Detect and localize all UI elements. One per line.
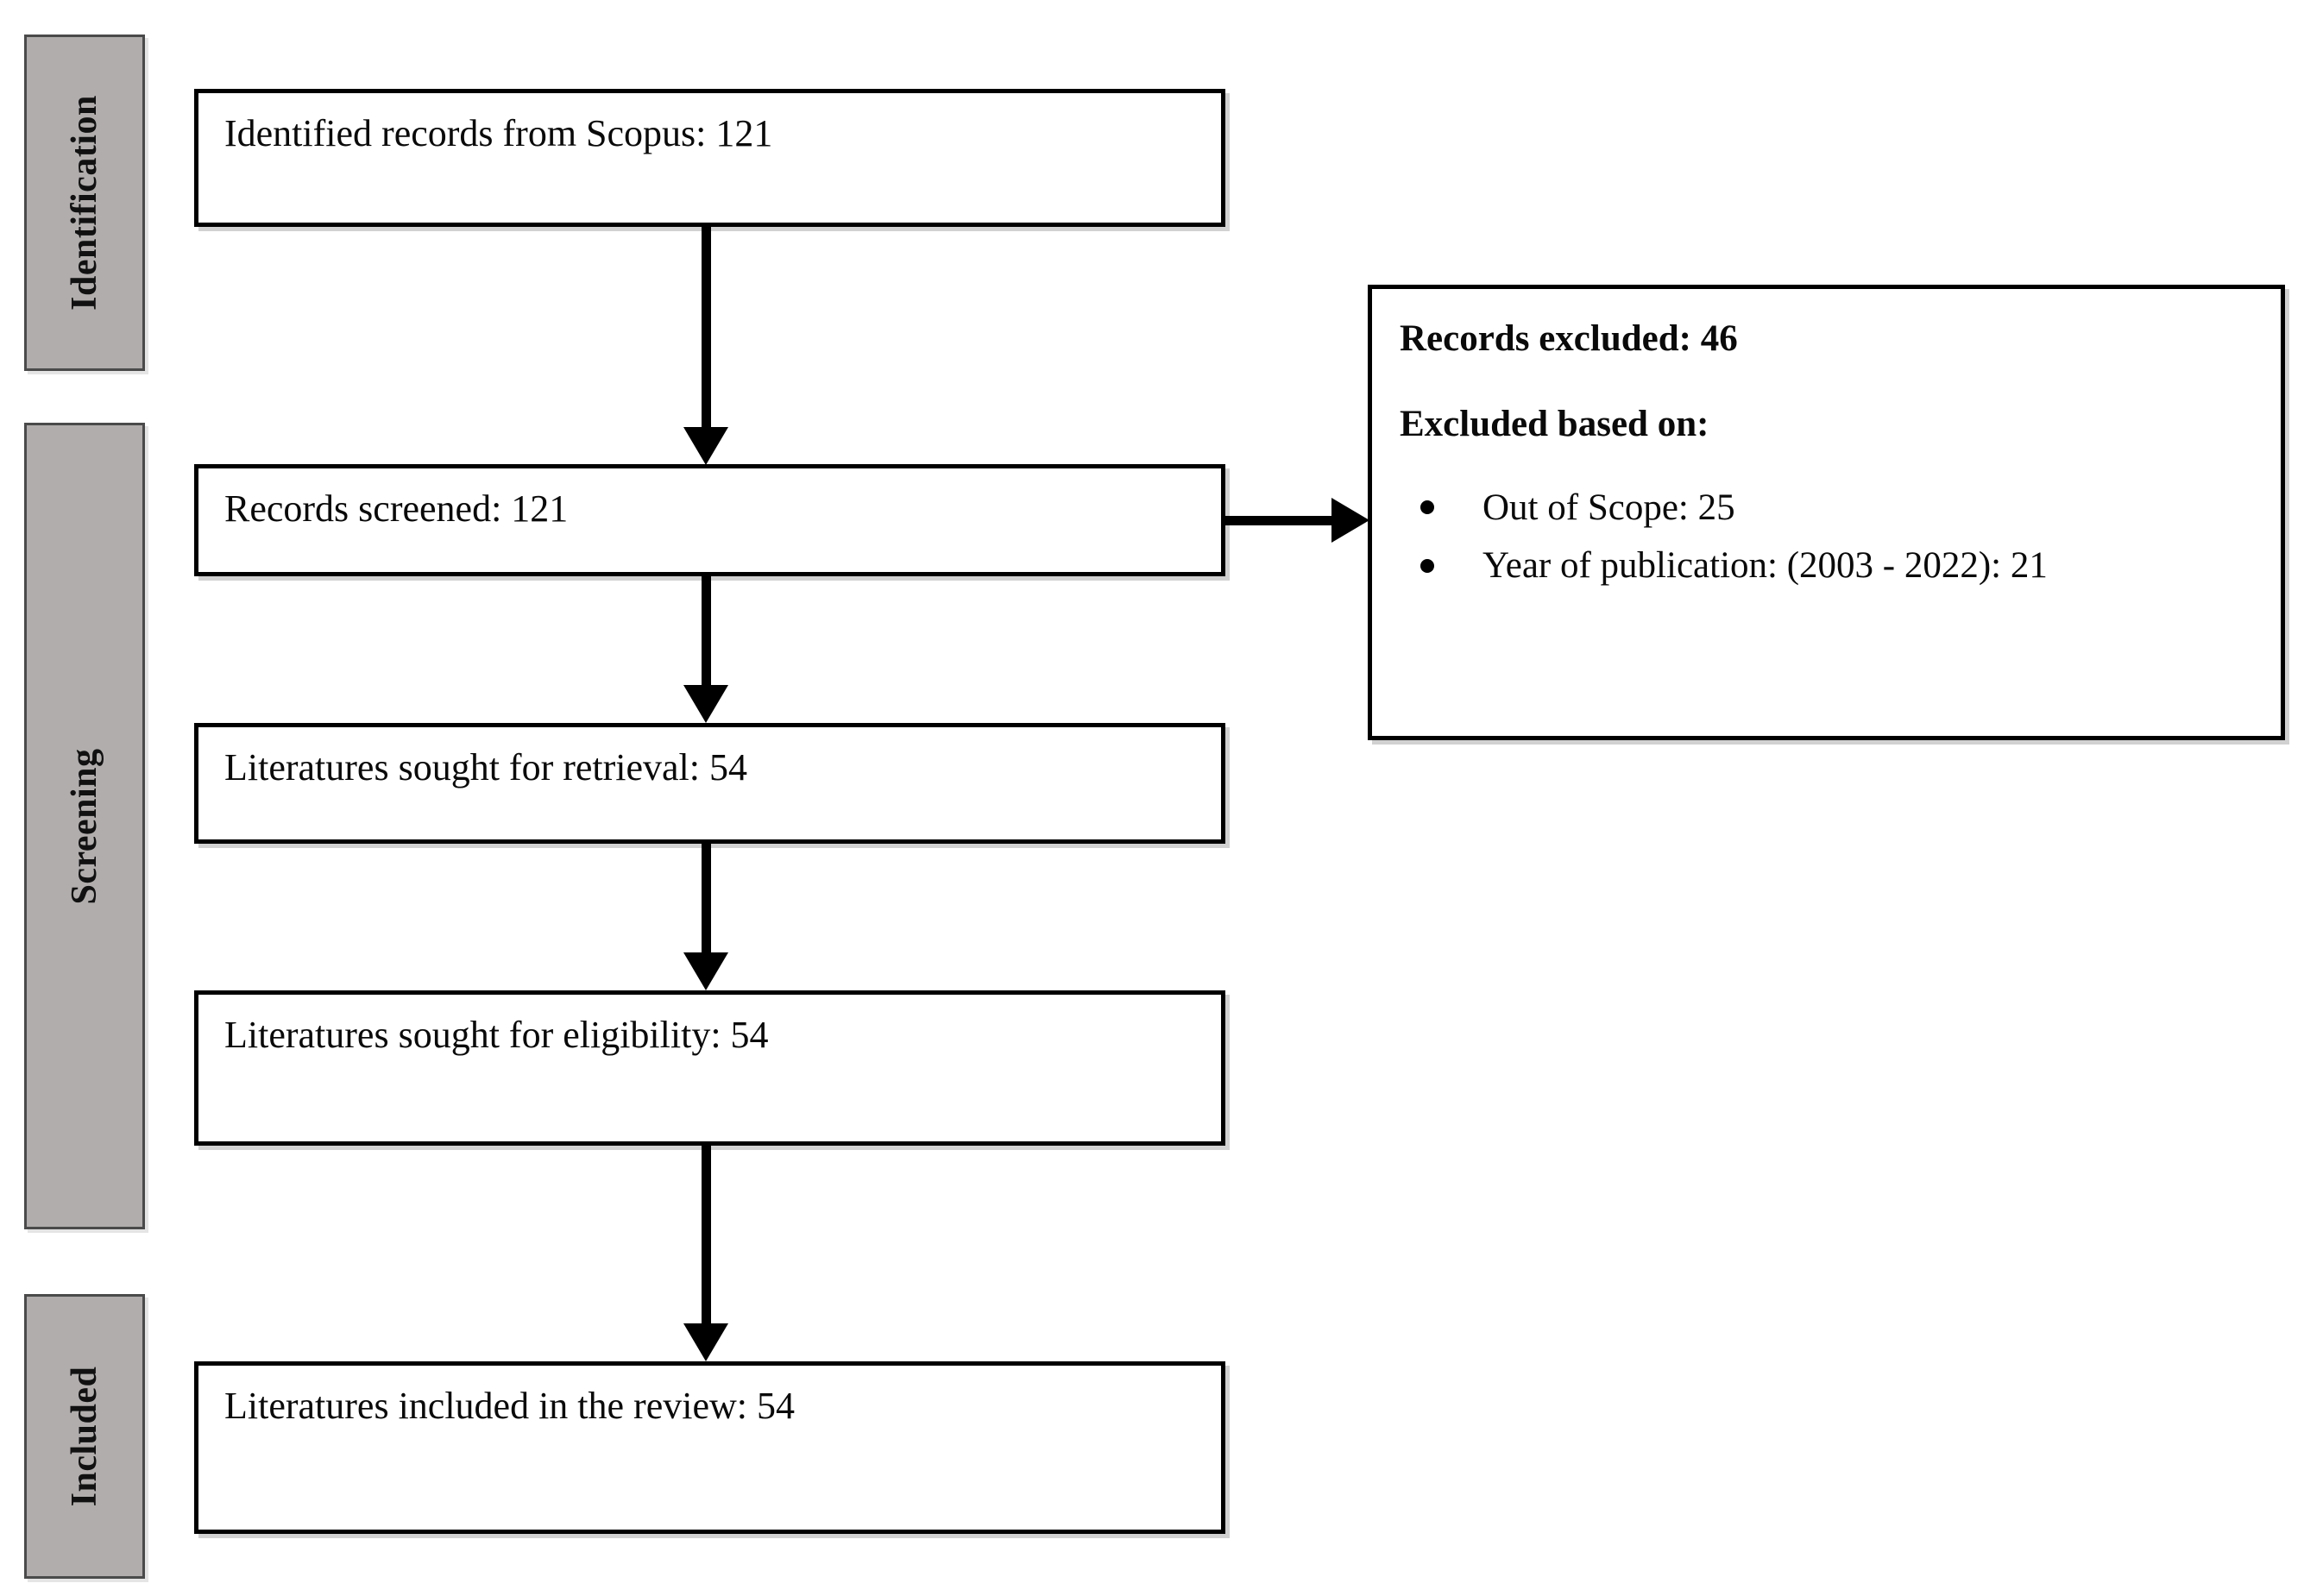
flow-box-sought-eligibility: Literatures sought for eligibility: 54: [194, 990, 1225, 1146]
flow-box-sought-retrieval-label: Literatures sought for retrieval: 54: [224, 746, 748, 789]
stage-bar-identification: Identification: [24, 35, 145, 371]
bullet-icon: [1420, 558, 1434, 573]
excluded-reason-item: Out of Scope: 25: [1400, 487, 2257, 529]
flow-box-records-screened-label: Records screened: 121: [224, 487, 569, 530]
arrowhead-down-icon: [683, 685, 728, 723]
arrowhead-down-icon: [683, 952, 728, 990]
arrowhead-down-icon: [683, 1323, 728, 1361]
stage-label-identification: Identification: [65, 95, 104, 311]
bullet-icon: [1420, 500, 1434, 515]
flow-box-identified-records-label: Identified records from Scopus: 121: [224, 112, 773, 154]
excluded-reason-label: Out of Scope: 25: [1482, 487, 1735, 528]
connector-identified-to-screened: [702, 227, 711, 427]
stage-bar-screening: Screening: [24, 423, 145, 1229]
excluded-heading: Records excluded: 46: [1400, 318, 1738, 359]
arrowhead-down-icon: [683, 427, 728, 465]
flow-box-included-review: Literatures included in the review: 54: [194, 1361, 1225, 1534]
arrowhead-right-icon: [1331, 498, 1369, 543]
flow-box-sought-eligibility-label: Literatures sought for eligibility: 54: [224, 1014, 769, 1056]
flow-box-included-review-label: Literatures included in the review: 54: [224, 1385, 795, 1427]
connector-screened-to-excluded: [1225, 516, 1331, 525]
excluded-subheading: Excluded based on:: [1400, 404, 1709, 445]
connector-screened-to-retrieval: [702, 576, 711, 685]
excluded-reason-item: Year of publication: (2003 - 2022): 21: [1400, 544, 2257, 587]
connector-eligibility-to-included: [702, 1146, 711, 1323]
stage-bar-included: Included: [24, 1294, 145, 1579]
excluded-records-box: Records excluded: 46 Excluded based on: …: [1368, 285, 2285, 740]
excluded-reason-label: Year of publication: (2003 - 2022): 21: [1482, 545, 2048, 587]
stage-label-screening: Screening: [65, 747, 104, 905]
flow-box-identified-records: Identified records from Scopus: 121: [194, 89, 1225, 227]
flow-box-sought-retrieval: Literatures sought for retrieval: 54: [194, 723, 1225, 844]
stage-label-included: Included: [65, 1366, 104, 1507]
flow-box-records-screened: Records screened: 121: [194, 464, 1225, 576]
connector-retrieval-to-eligibility: [702, 844, 711, 952]
excluded-reason-list: Out of Scope: 25 Year of publication: (2…: [1400, 487, 2257, 588]
